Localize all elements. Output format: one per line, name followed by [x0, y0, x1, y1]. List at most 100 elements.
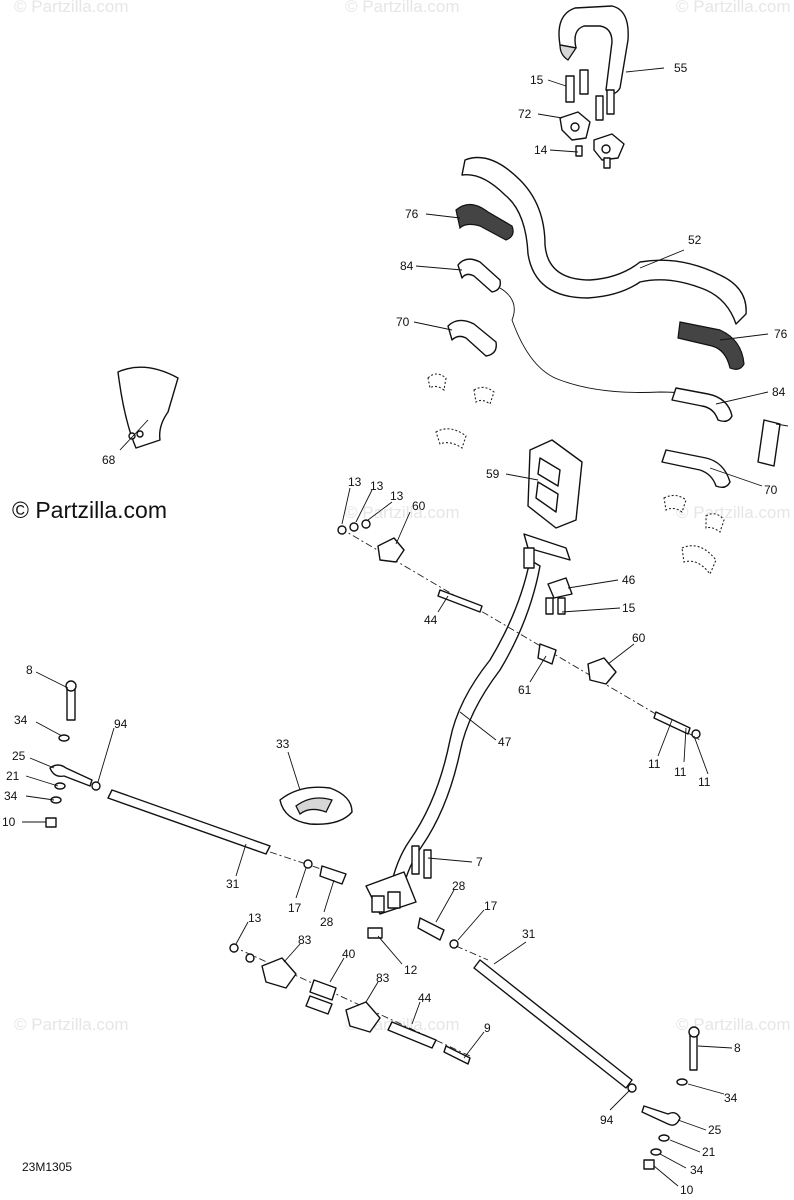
- part-44-shaft-upper: [437, 589, 483, 613]
- column-top-bracket: [523, 533, 571, 569]
- tie-rod-right-assembly: [417, 917, 700, 1170]
- callout-label: 25: [12, 749, 26, 763]
- callout-label: 59: [486, 467, 500, 481]
- callout-label: 25: [708, 1123, 722, 1137]
- callout-label: 55: [674, 61, 688, 75]
- callout-label: 21: [702, 1145, 716, 1159]
- callout-label: 68: [102, 453, 116, 467]
- callout-label: 14: [534, 143, 548, 157]
- callout-label: 94: [114, 717, 128, 731]
- callout-label: 8: [26, 663, 33, 677]
- watermarks: © Partzilla.com © Partzilla.com © Partzi…: [14, 0, 791, 1034]
- callout-label: 44: [424, 613, 438, 627]
- part-9-bolt: [443, 1045, 471, 1065]
- callout-label: 47: [498, 735, 512, 749]
- callout-label: 11: [674, 765, 687, 779]
- callout-label: 15: [530, 73, 544, 87]
- tie-rod-left-assembly: [45, 680, 347, 885]
- callout-label: 17: [288, 901, 302, 915]
- leader-lines: [22, 67, 769, 1187]
- callout-label: 34: [690, 1163, 704, 1177]
- part-14-screw: [575, 145, 611, 169]
- callout-label: 34: [724, 1091, 738, 1105]
- part-70-grip-right: [661, 449, 731, 489]
- callout-label: 34: [4, 789, 18, 803]
- part-7-bolts: [411, 845, 432, 879]
- callout-label: 13: [248, 911, 262, 925]
- callout-label: 61: [518, 683, 532, 697]
- part-8-bolt-right: [689, 1033, 698, 1071]
- column-bottom-bracket: [365, 871, 417, 915]
- part-83-bushing-b: [345, 1001, 381, 1033]
- part-83-bushing-a: [261, 957, 297, 989]
- part-31-rod-right: [473, 959, 633, 1089]
- callout-label: 11: [648, 757, 661, 771]
- callout-label: 10: [680, 1183, 694, 1197]
- callout-label: 83: [376, 971, 390, 985]
- copyright-notice: © Partzilla.com: [12, 497, 167, 523]
- alternate-part-outlines: [427, 373, 725, 576]
- callout-label: 7: [476, 855, 483, 869]
- callout-label: 31: [522, 927, 536, 941]
- heater-wire: [499, 287, 711, 399]
- part-31-rod-left: [107, 789, 271, 855]
- callout-label: 28: [452, 879, 466, 893]
- callout-label: 8: [734, 1041, 741, 1055]
- callout-label: 13: [348, 475, 362, 489]
- callout-label: 84: [772, 385, 786, 399]
- callout-label: 83: [298, 933, 312, 947]
- lower-axis: [231, 945, 471, 1057]
- callout-label: 60: [412, 499, 426, 513]
- watermark: © Partzilla.com: [14, 0, 129, 16]
- part-8-bolt-left: [66, 687, 76, 721]
- watermark: © Partzilla.com: [345, 503, 460, 522]
- part-52-handlebar: [461, 156, 747, 325]
- callout-label: 60: [632, 631, 646, 645]
- part-61-spacer: [537, 643, 557, 665]
- bolts-15-top: [565, 69, 615, 121]
- part-60-bushing-upper: [377, 537, 405, 563]
- callout-label: 44: [418, 991, 432, 1005]
- callout-label: 70: [764, 483, 778, 497]
- callout-label: 52: [688, 233, 702, 247]
- watermark: © Partzilla.com: [676, 1015, 791, 1034]
- diagram-code: 23M1305: [22, 1160, 73, 1174]
- callout-label: 31: [226, 877, 240, 891]
- part-12-spacer: [367, 927, 383, 939]
- watermark: © Partzilla.com: [676, 503, 791, 522]
- watermark: © Partzilla.com: [345, 0, 460, 16]
- part-76-grip-left: [455, 203, 514, 241]
- watermark: © Partzilla.com: [676, 0, 791, 16]
- part-68-cover: [117, 366, 179, 449]
- part-59-riser-block: [527, 439, 583, 529]
- upper-axis: [339, 527, 701, 741]
- part-44-shaft-lower: [387, 1021, 437, 1049]
- callout-label: 9: [484, 1021, 491, 1035]
- callout-label: 17: [484, 899, 498, 913]
- callout-label: 34: [14, 713, 28, 727]
- callout-label: 11: [698, 775, 711, 789]
- callout-label: 33: [276, 737, 290, 751]
- part-11-bolts: [653, 711, 701, 739]
- callout-label: 72: [518, 107, 532, 121]
- part-60-bushing-lower: [587, 657, 617, 685]
- part-47-steering-column: [389, 559, 541, 893]
- callout-label: 13: [390, 489, 404, 503]
- callout-label: 76: [405, 207, 419, 221]
- callout-label: 12: [404, 963, 418, 977]
- callout-numbers: 55 15 72 14 76 52 84 70 76 84 68 59 70 1…: [2, 61, 788, 1197]
- part-76-grip-right: [677, 321, 745, 370]
- callout-label: 15: [622, 601, 636, 615]
- part-72-clamp: [559, 111, 625, 161]
- callout-label: 13: [370, 479, 384, 493]
- callout-label: 70: [396, 315, 410, 329]
- callout-label: 10: [2, 815, 16, 829]
- callout-label: 28: [320, 915, 334, 929]
- part-33-pad: [279, 786, 353, 825]
- callout-label: 46: [622, 573, 636, 587]
- warning-tag: [757, 419, 789, 467]
- part-13-nut-lower: [229, 943, 255, 963]
- part-84-heater-left: [457, 258, 502, 293]
- callout-label: 76: [774, 327, 788, 341]
- part-40-spring: [305, 979, 337, 1015]
